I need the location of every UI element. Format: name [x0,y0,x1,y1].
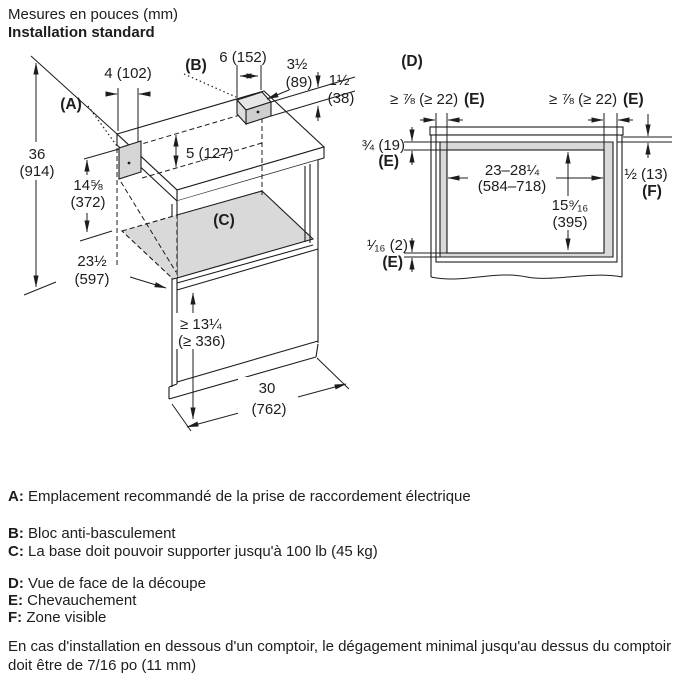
legend-key-c: C: [8,543,24,560]
dim-1half-in: 1½ [329,72,350,89]
legend-key-d: D: [8,575,24,592]
units-line: Mesures en pouces (mm) [8,6,179,23]
install-type-line: Installation standard [8,24,155,41]
overlap-right: ≥ ⅞ (≥ 22) [549,91,617,108]
text-masks [14,142,298,421]
dim-visible-zone [617,114,672,158]
bottom-overlap-label: (E) [382,254,403,271]
legend-key-e: E: [8,592,23,609]
page-title: Mesures en pouces (mm) Installation stan… [8,6,178,42]
dim-side-overlaps [420,113,633,150]
legend-key-a: A: [8,488,24,505]
legend-row-e: E: Chevauchement [8,592,136,610]
label-b: (B) [185,57,207,74]
label-a: (A) [60,96,82,113]
dim-depth [129,276,167,289]
legend-row-c: C: La base doit pouvoir supporter jusqu'… [8,543,378,561]
dim-outlet-offset [105,88,151,142]
dim-36-in: 36 [29,146,46,163]
cutout-width-mm: (584–718) [478,178,546,195]
overlap-left-label: (E) [464,91,485,108]
bottom-overlap: ¹⁄₁₆ (2) [367,237,408,254]
dim-14-in: 14⅝ [73,177,103,194]
dim-13-mm: (≥ 336) [178,333,225,350]
top-overlap: ¾ (19) [362,137,405,154]
legend-row-a: A: Emplacement recommandé de la prise de… [8,488,471,506]
dim-5: 5 (127) [186,145,234,162]
dim-30-in: 30 [259,380,276,397]
top-overlap-label: (E) [378,153,399,170]
dim-1half-mm: (38) [328,90,355,107]
dim-cutout-size [447,151,604,251]
dim-30-mm: (762) [251,401,286,418]
dim-23-in: 23½ [77,253,107,270]
cutout-height-mm: (395) [552,214,587,231]
front-view-diagram [404,113,672,280]
dim-block-depth [266,89,290,100]
visible-zone: ½ (13) [624,166,667,183]
legend-text-b: Bloc anti-basculement [28,525,176,542]
visible-zone-label: (F) [642,183,662,200]
break-line [430,274,623,280]
legend-text-c: La base doit pouvoir supporter jusqu'à 1… [28,543,378,560]
dim-36-mm: (914) [19,163,54,180]
outlet-panel [118,140,142,180]
legend-text-e: Chevauchement [27,592,137,609]
dim-13-in: ≥ 13¼ [180,316,222,333]
legend-row-f: F: Zone visible [8,609,106,627]
hidden-edges [116,114,263,273]
label-c: (C) [213,212,235,229]
isometric-labels: (A) (B) (C) 36 (914) 4 (102) 6 (152) 3½ … [19,49,354,418]
undercounter-note: En cas d'installation en dessous d'un co… [8,638,672,674]
dim-block-width [236,65,262,98]
dim-3half-mm: (89) [286,74,313,91]
dim-3half-in: 3½ [287,56,308,73]
dim-6: 6 (152) [219,49,267,66]
legend-row-b: B: Bloc anti-basculement [8,525,176,543]
cutout-height-in: 15⁹⁄₁₆ [552,197,589,214]
dim-block-height [270,72,356,121]
dim-bottom-overlap [404,238,447,272]
legend-text-a: Emplacement recommandé de la prise de ra… [28,488,471,505]
dim-14-mm: (372) [70,194,105,211]
legend-text-f: Zone visible [26,609,107,626]
dim-23-mm: (597) [74,271,109,288]
installation-diagrams: (A) (B) (C) 36 (914) 4 (102) 6 (152) 3½ … [14,49,672,432]
base-shelf [120,164,319,291]
leader-lines [87,73,237,147]
dim-4: 4 (102) [104,65,152,82]
isometric-diagram [14,55,356,432]
legend-text-d: Vue de face de la découpe [28,575,206,592]
legend-row-d: D: Vue de face de la découpe [8,575,206,593]
cutout-width-in: 23–28¼ [485,162,540,179]
label-d: (D) [401,53,423,70]
overlap-left: ≥ ⅞ (≥ 22) [390,91,458,108]
legend-key-b: B: [8,525,24,542]
front-view-labels: (D) ≥ ⅞ (≥ 22) (E) ≥ ⅞ (≥ 22) (E) ¾ (19)… [362,53,668,271]
dim-top-overlap [404,127,447,165]
legend-key-f: F: [8,609,23,626]
overlap-right-label: (E) [623,91,644,108]
